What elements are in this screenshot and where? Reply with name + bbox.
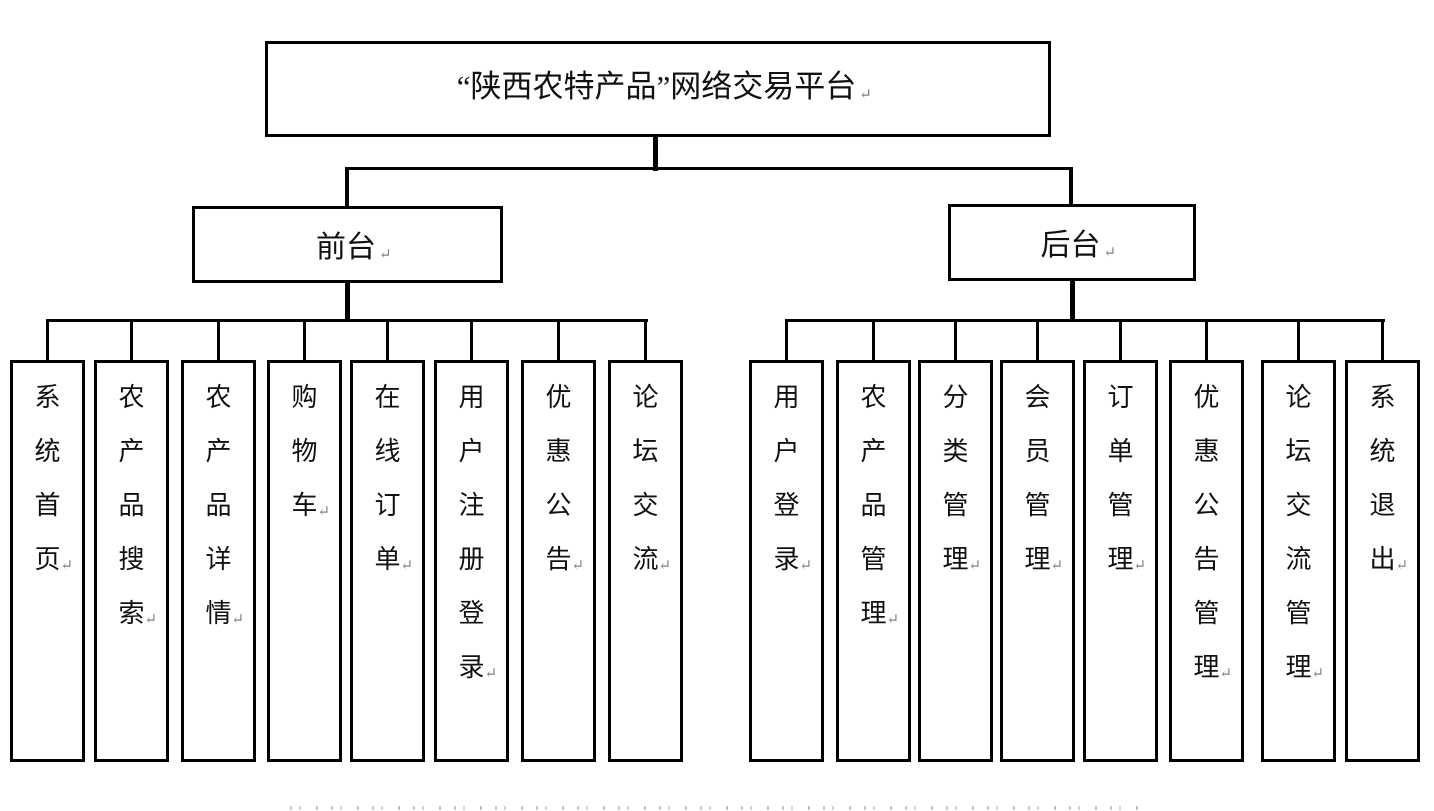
connector-line (303, 320, 306, 361)
connector-line (345, 167, 349, 207)
connector-line (1119, 320, 1122, 361)
leaf-node-label: 农产品管理↵ (860, 383, 900, 628)
leaf-node-user-login: 用户登录↵ (749, 360, 824, 762)
leaf-node-shopping-cart: 购物车↵ (267, 360, 342, 762)
connector-line (386, 320, 389, 361)
leaf-node-label: 系统首页↵ (34, 383, 74, 574)
leaf-node-system-home: 系统首页↵ (10, 360, 85, 762)
leaf-node-label: 会员管理↵ (1024, 383, 1064, 574)
leaf-node-label: 优惠公告管理↵ (1193, 383, 1233, 682)
leaf-node-product-search: 农产品搜索↵ (94, 360, 169, 762)
leaf-node-member-management: 会员管理↵ (1000, 360, 1075, 762)
connector-line (872, 320, 875, 361)
leaf-node-category-management: 分类管理↵ (918, 360, 993, 762)
leaf-node-system-exit: 系统退出↵ (1345, 360, 1420, 762)
leaf-node-product-detail: 农产品详情↵ (181, 360, 256, 762)
leaf-node-label: 用户注册登录↵ (458, 383, 498, 682)
connector-line (130, 320, 133, 361)
connector-line (1069, 167, 1073, 205)
connector-line (345, 167, 1073, 170)
leaf-node-promo-notice-management: 优惠公告管理↵ (1169, 360, 1244, 762)
connector-line (470, 320, 473, 361)
leaf-node-order-management: 订单管理↵ (1083, 360, 1158, 762)
connector-line (217, 320, 220, 361)
leaf-node-label: 用户登录↵ (773, 383, 813, 574)
leaf-node-label: 论坛交流↵ (632, 383, 672, 574)
branch-node-label: 后台 (1040, 229, 1101, 262)
leaf-node-label: 农产品详情↵ (205, 383, 245, 628)
leaf-node-label: 在线订单↵ (374, 383, 414, 574)
leaf-node-online-order: 在线订单↵ (350, 360, 425, 762)
branch-node-label: 前台 (316, 231, 376, 264)
leaf-node-label: 订单管理↵ (1107, 383, 1147, 574)
connector-line (644, 320, 647, 361)
leaf-node-label: 论坛交流管理↵ (1285, 383, 1325, 682)
connector-line (785, 319, 1385, 322)
connector-line (345, 281, 350, 322)
connector-line (653, 135, 658, 171)
connector-line (46, 319, 648, 322)
root-node-label: “陕西农特产品”网络交易平台 (456, 69, 857, 104)
connector-line (1381, 320, 1384, 361)
leaf-node-label: 分类管理↵ (942, 383, 982, 574)
connector-line (46, 320, 49, 361)
leaf-node-label: 农产品搜索↵ (118, 383, 158, 628)
branch-node-frontend: 前台↵ (192, 206, 503, 283)
leaf-node-label: 系统退出↵ (1369, 383, 1409, 574)
connector-line (1297, 320, 1300, 361)
branch-node-backend: 后台↵ (948, 204, 1196, 281)
connector-line (557, 320, 560, 361)
connector-line (954, 320, 957, 361)
leaf-node-user-register-login: 用户注册登录↵ (434, 360, 509, 762)
caption-fragment-clipped (290, 806, 1140, 810)
leaf-node-label: 购物车↵ (291, 383, 331, 520)
root-node-platform: “陕西农特产品”网络交易平台↵ (265, 41, 1051, 137)
connector-line (785, 320, 788, 361)
connector-line (1036, 320, 1039, 361)
leaf-node-forum: 论坛交流↵ (608, 360, 683, 762)
connector-line (1070, 279, 1075, 322)
connector-line (1205, 320, 1208, 361)
leaf-node-label: 优惠公告↵ (545, 383, 585, 574)
leaf-node-forum-management: 论坛交流管理↵ (1261, 360, 1336, 762)
leaf-node-product-management: 农产品管理↵ (836, 360, 911, 762)
leaf-node-promo-notice: 优惠公告↵ (521, 360, 596, 762)
